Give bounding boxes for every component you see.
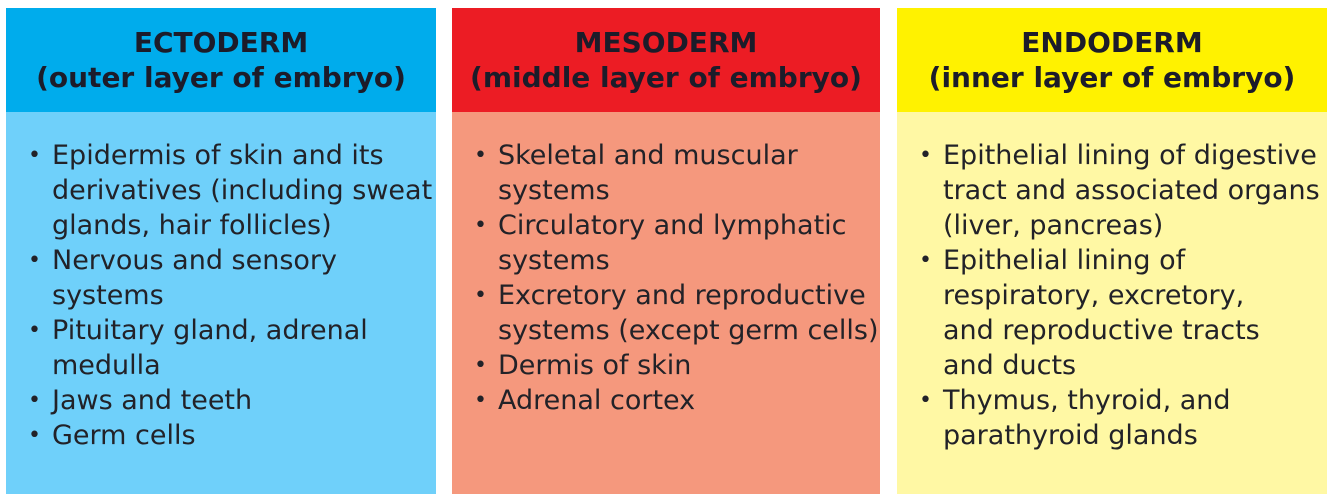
list-item-text: Pituitary gland, adrenal medulla bbox=[52, 313, 426, 383]
list-item-line: Skeletal and muscular bbox=[498, 140, 798, 171]
list-item-line: Circulatory and lymphatic bbox=[498, 210, 847, 241]
list-item: • Thymus, thyroid, and parathyroid glands bbox=[919, 383, 1317, 453]
endoderm-list: • Epithelial lining of digestive tract and… bbox=[897, 112, 1327, 453]
bullet-icon: • bbox=[474, 388, 487, 413]
list-item: • Epithelial lining of respiratory, excret… bbox=[919, 243, 1317, 383]
endoderm-header: ENDODERM (inner layer of embryo) bbox=[897, 8, 1327, 112]
bullet-icon: • bbox=[474, 353, 487, 378]
list-item-text: Nervous and sensory systems bbox=[52, 243, 426, 313]
ectoderm-title: ECTODERM bbox=[133, 26, 309, 59]
list-item-line: Nervous and sensory bbox=[52, 245, 338, 276]
ectoderm-subtitle: (outer layer of embryo) bbox=[36, 61, 406, 94]
list-item-text: Epidermis of skin and its derivatives (in… bbox=[52, 138, 433, 243]
bullet-icon: • bbox=[919, 248, 932, 273]
bullet-icon: • bbox=[474, 143, 487, 168]
bullet-icon: • bbox=[474, 283, 487, 308]
list-item-line: systems bbox=[498, 175, 610, 206]
list-item-line: Epithelial lining of bbox=[943, 245, 1186, 276]
endoderm-panel: ENDODERM (inner layer of embryo) • Epithe… bbox=[897, 8, 1327, 494]
list-item-line: and ducts bbox=[943, 350, 1077, 381]
endoderm-title: ENDODERM bbox=[1021, 26, 1203, 59]
list-item-line: and reproductive tracts bbox=[943, 315, 1260, 346]
bullet-icon: • bbox=[474, 213, 487, 238]
mesoderm-panel: MESODERM (middle layer of embryo) • Skele… bbox=[452, 8, 880, 494]
list-item-line: Dermis of skin bbox=[498, 350, 692, 381]
list-item-text: Thymus, thyroid, and parathyroid glands bbox=[943, 383, 1317, 453]
list-item-text: Dermis of skin bbox=[498, 348, 870, 383]
bullet-icon: • bbox=[919, 143, 932, 168]
list-item-text: Adrenal cortex bbox=[498, 383, 870, 418]
list-item-line: tract and associated organs bbox=[943, 175, 1320, 206]
list-item-text: Excretory and reproductive systems (excep… bbox=[498, 278, 879, 348]
list-item-line: Germ cells bbox=[52, 420, 196, 451]
list-item-line: Excretory and reproductive bbox=[498, 280, 866, 311]
mesoderm-subtitle: (middle layer of embryo) bbox=[470, 61, 862, 94]
list-item: • Excretory and reproductive systems (exce… bbox=[474, 278, 879, 348]
list-item-line: systems bbox=[498, 245, 610, 276]
list-item: • Pituitary gland, adrenal medulla bbox=[28, 313, 426, 383]
list-item-line: (liver, pancreas) bbox=[943, 210, 1164, 241]
bullet-icon: • bbox=[28, 423, 41, 448]
list-item: • Dermis of skin bbox=[474, 348, 870, 383]
list-item: • Adrenal cortex bbox=[474, 383, 870, 418]
list-item-line: Adrenal cortex bbox=[498, 385, 696, 416]
ectoderm-body: • Epidermis of skin and its derivatives (i… bbox=[6, 112, 436, 494]
list-item: • Skeletal and muscular systems bbox=[474, 138, 870, 208]
list-item-text: Skeletal and muscular systems bbox=[498, 138, 870, 208]
list-item-line: systems bbox=[52, 280, 164, 311]
list-item-line: respiratory, excretory, bbox=[943, 280, 1245, 311]
mesoderm-list: • Skeletal and muscular systems • Circulator… bbox=[452, 112, 880, 418]
list-item-line: Jaws and teeth bbox=[52, 385, 253, 416]
list-item-line: medulla bbox=[52, 350, 161, 381]
mesoderm-title: MESODERM bbox=[574, 26, 758, 59]
bullet-icon: • bbox=[28, 143, 41, 168]
mesoderm-body: • Skeletal and muscular systems • Circulator… bbox=[452, 112, 880, 494]
list-item-line: parathyroid glands bbox=[943, 420, 1198, 451]
ectoderm-panel: ECTODERM (outer layer of embryo) • Epider… bbox=[6, 8, 436, 494]
list-item-text: Epithelial lining of respiratory, excreto… bbox=[943, 243, 1317, 383]
list-item-text: Circulatory and lymphatic systems bbox=[498, 208, 870, 278]
list-item-line: Pituitary gland, adrenal bbox=[52, 315, 368, 346]
list-item: • Epidermis of skin and its derivatives (i… bbox=[28, 138, 433, 243]
list-item-line: Thymus, thyroid, and bbox=[943, 385, 1231, 416]
list-item-text: Epithelial lining of digestive tract and … bbox=[943, 138, 1320, 243]
list-item-line: Epidermis of skin and its bbox=[52, 140, 384, 171]
list-item-line: glands, hair follicles) bbox=[52, 210, 332, 241]
list-item-text: Jaws and teeth bbox=[52, 383, 426, 418]
list-item: • Circulatory and lymphatic systems bbox=[474, 208, 870, 278]
list-item-line: Epithelial lining of digestive bbox=[943, 140, 1317, 171]
list-item: • Epithelial lining of digestive tract and… bbox=[919, 138, 1320, 243]
ectoderm-header: ECTODERM (outer layer of embryo) bbox=[6, 8, 436, 112]
list-item: • Nervous and sensory systems bbox=[28, 243, 426, 313]
list-item: • Germ cells bbox=[28, 418, 426, 453]
bullet-icon: • bbox=[28, 248, 41, 273]
mesoderm-header: MESODERM (middle layer of embryo) bbox=[452, 8, 880, 112]
endoderm-subtitle: (inner layer of embryo) bbox=[928, 61, 1296, 94]
list-item: • Jaws and teeth bbox=[28, 383, 426, 418]
list-item-text: Germ cells bbox=[52, 418, 426, 453]
bullet-icon: • bbox=[919, 388, 932, 413]
endoderm-body: • Epithelial lining of digestive tract and… bbox=[897, 112, 1327, 494]
list-item-line: systems (except germ cells) bbox=[498, 315, 879, 346]
ectoderm-list: • Epidermis of skin and its derivatives (i… bbox=[6, 112, 436, 453]
bullet-icon: • bbox=[28, 318, 41, 343]
list-item-line: derivatives (including sweat bbox=[52, 175, 433, 206]
bullet-icon: • bbox=[28, 388, 41, 413]
